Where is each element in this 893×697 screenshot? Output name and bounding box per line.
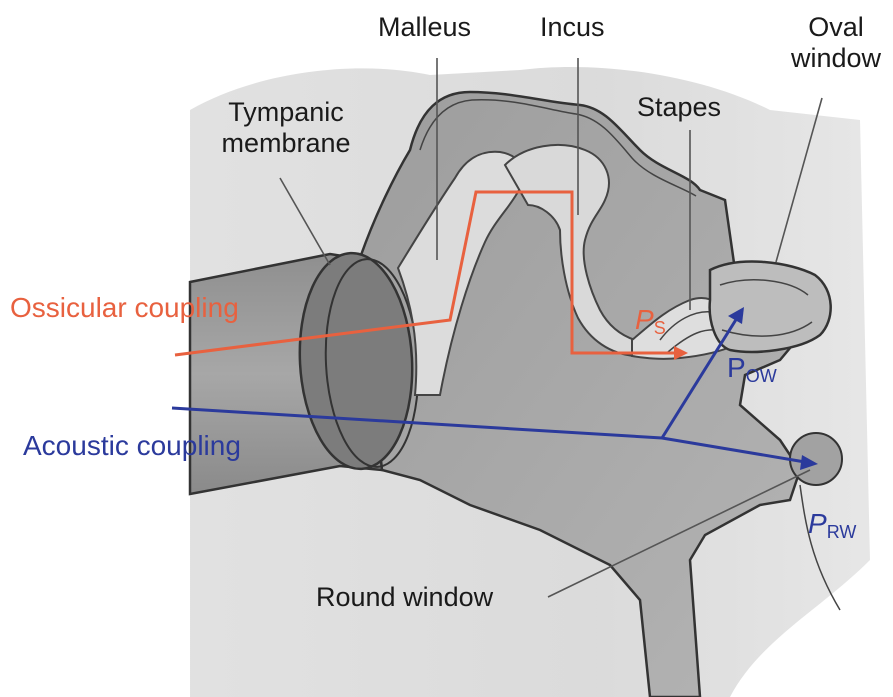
label-malleus: Malleus <box>378 12 471 43</box>
label-tympanic-line1: Tympanic <box>200 97 372 128</box>
label-oval-window-line2: window <box>780 43 892 74</box>
pressure-pow-main: P <box>727 352 746 383</box>
label-acoustic-coupling: Acoustic coupling <box>23 430 241 461</box>
label-incus: Incus <box>540 12 605 43</box>
pressure-pow-sub: OW <box>746 366 777 386</box>
pressure-prw-sub: RW <box>827 522 857 542</box>
label-round-window: Round window <box>316 582 493 613</box>
label-stapes: Stapes <box>637 92 721 123</box>
pressure-ps-main: P <box>635 304 654 335</box>
label-tympanic-membrane: Tympanic membrane <box>200 97 372 159</box>
pressure-prw-label: PRW <box>808 508 856 543</box>
pressure-ps-sub: S <box>654 318 666 338</box>
round-window-shape <box>790 433 842 485</box>
label-ossicular-coupling: Ossicular coupling <box>10 292 239 323</box>
label-oval-window: Oval window <box>780 12 892 74</box>
label-tympanic-line2: membrane <box>200 128 372 159</box>
pressure-ps-label: PS <box>635 304 666 339</box>
label-oval-window-line1: Oval <box>780 12 892 43</box>
pressure-pow-label: POW <box>727 352 777 387</box>
oval-window-shape <box>710 262 831 352</box>
pressure-prw-main: P <box>808 508 827 539</box>
